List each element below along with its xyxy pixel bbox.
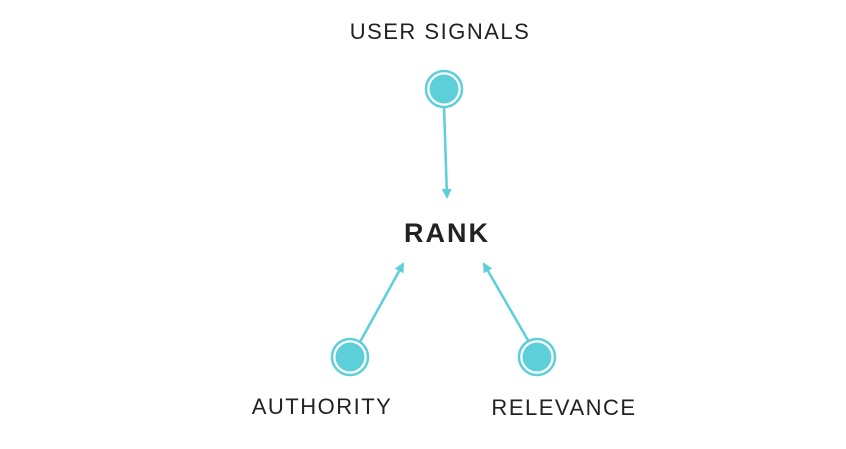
relevance-label: RELEVANCE — [491, 395, 637, 420]
arrow-user-signals-to-rank — [441, 105, 452, 199]
rank-label: RANK — [404, 218, 490, 248]
node-authority — [330, 337, 370, 377]
node-relevance — [517, 337, 557, 377]
arrow-relevance-to-rank — [482, 262, 531, 343]
authority-label: AUTHORITY — [251, 394, 393, 419]
node-user-signals — [424, 69, 464, 109]
arrow-authority-to-rank — [358, 262, 405, 343]
user-signals-label: USER SIGNALS — [349, 19, 531, 44]
